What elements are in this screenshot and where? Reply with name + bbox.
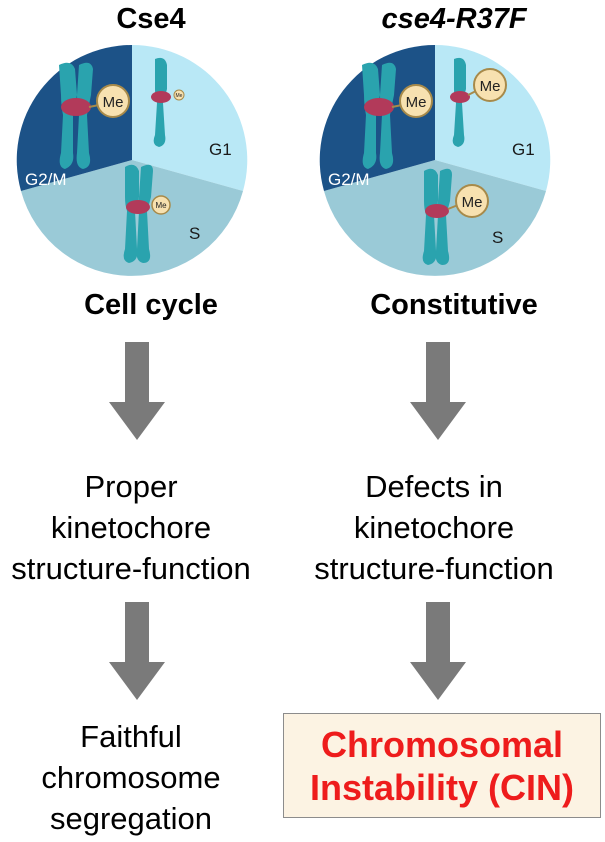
- s-sector: [324, 160, 546, 276]
- chromosome-icon: [151, 57, 171, 147]
- svg-text:Me: Me: [462, 194, 483, 211]
- wild-type-title: Cse4: [116, 3, 186, 35]
- cell-cycle-diagram-wild-type: Me Me G1 Me S G2/M: [16, 44, 248, 276]
- methylation-mark-icon: Me: [96, 84, 130, 118]
- g2m-label: G2/M: [328, 170, 370, 189]
- g2m-sector: [319, 44, 435, 191]
- cell-cycle-diagram-mutant: Me Me G1 Me S G2/M: [319, 44, 551, 276]
- chromosome-icon: [422, 168, 452, 265]
- g1-label: G1: [512, 140, 535, 159]
- methylation-mark-icon: Me: [151, 195, 171, 215]
- s-label: S: [492, 228, 503, 247]
- svg-text:Me: Me: [103, 94, 124, 111]
- constitutive-label: Constitutive: [370, 289, 538, 321]
- down-arrow-icon: [410, 342, 466, 440]
- defects-kinetochore-text: Defects in kinetochore structure-functio…: [314, 469, 554, 586]
- down-arrow-icon: [410, 602, 466, 700]
- cin-line-2: Instability (CIN): [309, 766, 574, 808]
- down-arrow-icon: [109, 342, 165, 440]
- svg-text:Me: Me: [406, 94, 427, 111]
- g1-label: G1: [209, 140, 232, 159]
- left-column: Cse4 Me Me G1: [0, 0, 302, 842]
- cin-outcome-box: Chromosomal Instability (CIN): [283, 713, 601, 818]
- right-column: cse4-R37F Me Me G1: [283, 0, 605, 842]
- chromosome-icon: [450, 57, 470, 147]
- proper-kinetochore-text: Proper kinetochore structure-function: [11, 469, 251, 586]
- methylation-mark-icon: Me: [399, 84, 433, 118]
- mutant-title: cse4-R37F: [381, 3, 527, 35]
- svg-text:Me: Me: [480, 78, 501, 95]
- g2m-label: G2/M: [25, 170, 67, 189]
- chromosome-icon: [59, 62, 93, 169]
- svg-text:Me: Me: [176, 93, 183, 99]
- chromosome-icon: [123, 164, 153, 263]
- s-label: S: [189, 224, 200, 243]
- methylation-mark-icon: Me: [473, 68, 507, 102]
- faithful-segregation-text: Faithful chromosome segregation: [41, 719, 221, 836]
- methylation-mark-icon: Me: [455, 184, 489, 218]
- g2m-sector: [16, 44, 133, 191]
- cell-cycle-label: Cell cycle: [84, 289, 218, 321]
- methylation-mark-icon: Me: [173, 89, 185, 101]
- chromosome-icon: [362, 62, 396, 169]
- down-arrow-icon: [109, 602, 165, 700]
- cin-line-1: Chromosomal: [320, 723, 564, 765]
- svg-text:Me: Me: [155, 201, 167, 210]
